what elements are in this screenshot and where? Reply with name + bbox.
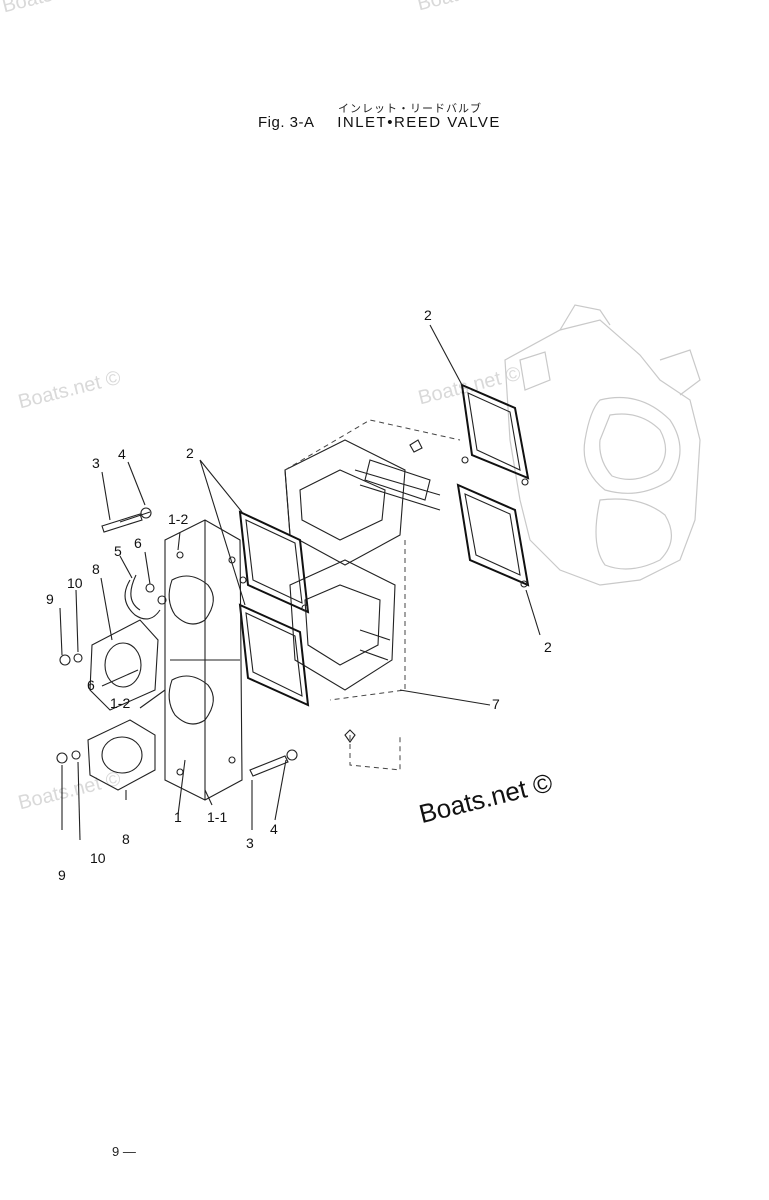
screw-bottom: [249, 749, 298, 777]
callout-1-2: 1-2: [168, 511, 189, 527]
inlet-cover: [164, 519, 243, 801]
callout-6: 6: [134, 535, 142, 551]
leader-lines: [59, 324, 541, 841]
page-number: 9 —: [112, 1144, 136, 1159]
callout-3: 3: [246, 835, 254, 851]
callout-5: 5: [114, 543, 122, 559]
callout-1-1: 1-1: [207, 809, 228, 825]
callout-8: 8: [122, 831, 130, 847]
hose-and-clips: [124, 574, 167, 620]
callout-3: 3: [92, 455, 100, 471]
screw-top: [101, 507, 152, 533]
flange-gasket-bottom: [56, 719, 156, 791]
flange-gasket-top: [59, 619, 159, 711]
gasket-mid: [238, 510, 310, 707]
gasket-upper-right: [456, 383, 530, 588]
callout-7: 7: [492, 696, 500, 712]
callout-9: 9: [46, 591, 54, 607]
callout-2: 2: [424, 307, 432, 323]
callout-4: 4: [270, 821, 278, 837]
callout-1-2: 1-2: [110, 695, 131, 711]
callout-6: 6: [87, 677, 95, 693]
figure-title: Fig. 3-A INLET•REED VALVE: [258, 114, 501, 131]
callout-4: 4: [118, 446, 126, 462]
callout-9: 9: [58, 867, 66, 883]
callout-8: 8: [92, 561, 100, 577]
callout-10: 10: [67, 575, 83, 591]
callout-2: 2: [544, 639, 552, 655]
callout-10: 10: [90, 850, 106, 866]
reed-valve-assembly: [284, 419, 491, 771]
japanese-title: インレット・リードバルブ: [338, 102, 482, 115]
figure-label: Fig. 3-A: [258, 114, 315, 131]
callout-2: 2: [186, 445, 194, 461]
callout-1: 1: [174, 809, 182, 825]
engine-block-ghost: [504, 304, 701, 586]
figure-name: INLET•REED VALVE: [337, 114, 501, 131]
